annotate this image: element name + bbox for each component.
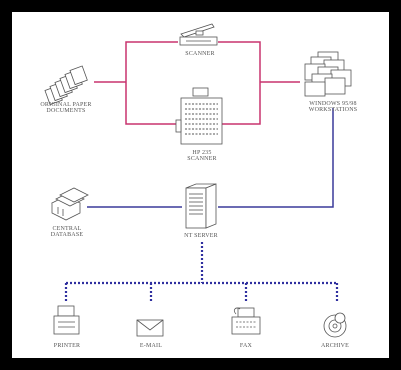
database-icon	[52, 188, 88, 220]
documents-to-scanners-link	[94, 42, 178, 124]
hp-scanner-label-line2: SCANNER	[180, 156, 224, 162]
archive-disc-icon	[324, 313, 346, 337]
document-stack-icon	[45, 66, 87, 105]
flatbed-scanner-icon	[180, 24, 217, 45]
server-to-outputs-link	[66, 242, 337, 301]
workstations-icon	[305, 52, 351, 96]
fax-label: FAX	[223, 343, 269, 349]
printer-label: PRINTER	[44, 343, 90, 349]
workstations-label: WINDOWS 95/98 WORKSTATIONS	[298, 101, 368, 113]
original-paper-documents-label: ORIGINAL PAPER DOCUMENTS	[36, 102, 96, 114]
central-database-label-line2: DATABASE	[44, 232, 90, 238]
hp-scanner-icon	[176, 88, 222, 144]
archive-label: ARCHIVE	[312, 343, 358, 349]
output-connections	[66, 242, 337, 301]
email-label: E-MAIL	[128, 343, 174, 349]
fax-icon	[232, 308, 260, 334]
scanners-to-workstations-link	[218, 42, 300, 124]
printer-icon	[54, 306, 79, 334]
server-tower-icon	[186, 184, 216, 228]
workstations-to-server-link	[218, 108, 333, 207]
scanner-top-label: SCANNER	[178, 51, 222, 57]
original-paper-documents-label-line2: DOCUMENTS	[36, 108, 96, 114]
workstations-label-line2: WORKSTATIONS	[298, 107, 368, 113]
nt-server-label: NT SERVER	[178, 233, 224, 239]
central-database-label: CENTRAL DATABASE	[44, 226, 90, 238]
hp-scanner-label: HP 235 SCANNER	[180, 150, 224, 162]
envelope-icon	[137, 320, 163, 336]
